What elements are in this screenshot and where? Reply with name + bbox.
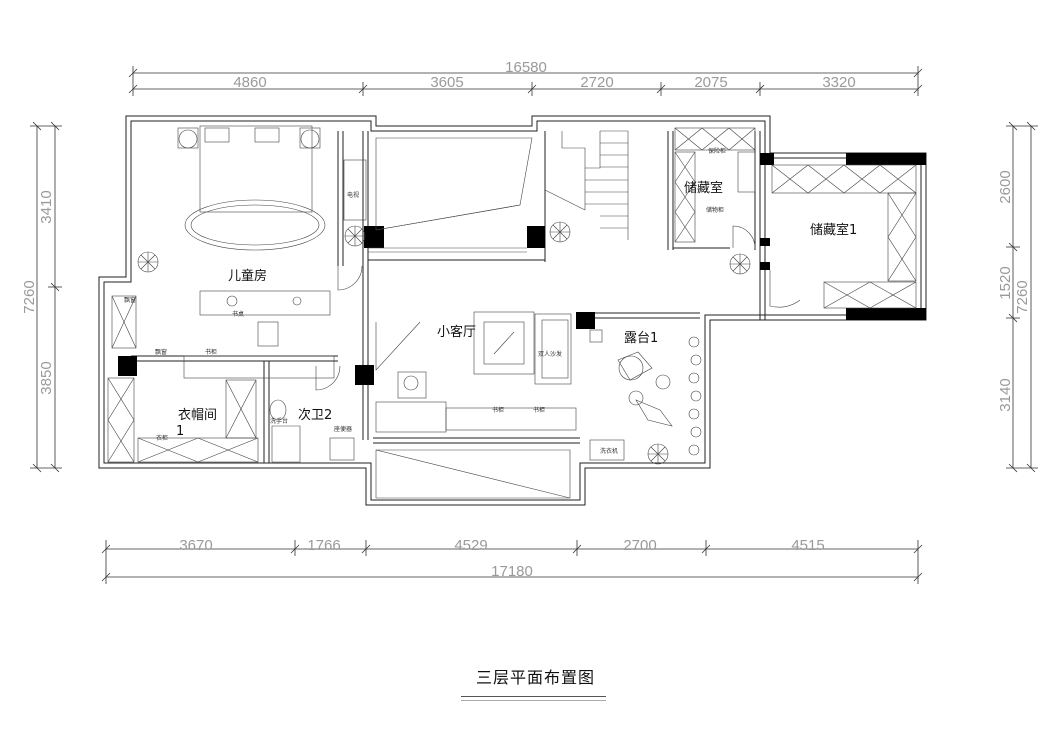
tv-label: 电视 [347,191,359,199]
top-dim-5: 3320 [822,74,855,91]
cloakroom-number: 1 [176,424,184,439]
top-dim-1: 4860 [233,74,266,91]
right-total-dimension: 7260 [1014,280,1031,313]
bottom-dim-4: 2700 [623,537,656,554]
bay-window-label: 飘窗 [124,296,136,304]
drawing-title: 三层平面布置图 [475,668,595,687]
terrace-label: 露台1 [624,331,658,346]
sofa-label: 双人沙发 [538,350,562,358]
bottom-dim-3: 4529 [454,537,487,554]
bookshelf-label-3: 书柜 [533,406,545,414]
toilet-label: 座便器 [334,425,352,433]
storage-room: 储藏室 保险柜 储物柜 [674,127,756,275]
right-dim-3: 3140 [997,378,1014,411]
title-underline [461,696,606,697]
sink-label: 洗手台 [270,417,288,425]
safe-label: 保险柜 [708,147,726,155]
cloakroom: 衣帽间 1 衣柜 [107,377,259,463]
bottom-dim-2: 1766 [307,537,340,554]
storage-room-1-label: 储藏室1 [810,222,857,238]
bookshelf-label: 书柜 [205,348,217,356]
top-total-dimension: 16580 [505,59,547,76]
bay-window-label-2: 飘窗 [155,348,167,356]
right-dim-1: 2600 [997,170,1014,203]
storage-room-1: 储藏室1 [769,164,917,309]
bottom-dim-1: 3670 [179,537,212,554]
cloakroom-label: 衣帽间 [178,407,217,423]
living-room-label: 小客厅 [437,324,476,340]
plant-row [688,336,702,456]
bottom-dim-5: 4515 [791,537,824,554]
title-underline-secondary [461,700,606,701]
interior-walls [131,131,766,463]
kids-room: 儿童房 书桌 书柜 飘窗 飘窗 电视 [111,125,367,379]
bottom-dimension-chain: 3670 1766 4529 2700 4515 17180 [101,537,923,584]
bottom-total-dimension: 17180 [491,563,533,580]
left-dim-1: 3410 [38,190,55,223]
bathroom: 次卫2 洗手台 座便器 [269,365,355,463]
top-dimension-chain: 16580 4860 3605 2720 2075 3320 [128,59,923,96]
plant-icon-5 [647,443,669,465]
washer-label: 洗衣机 [600,447,618,455]
top-dim-4: 2075 [694,74,727,91]
plant-icon [137,251,159,273]
plant-icon-2 [344,225,366,247]
left-total-dimension: 7260 [21,280,38,313]
right-dimension-chain: 7260 2600 1520 3140 [997,121,1038,473]
storage-room-label: 储藏室 [684,180,723,196]
plant-icon-3 [549,221,571,243]
top-dim-3: 2720 [580,74,613,91]
plant-icon-4 [729,253,751,275]
living-room: 小客厅 双人沙发 书柜 书柜 [368,137,577,499]
left-dim-2: 3850 [38,361,55,394]
staircase [544,130,629,240]
bookshelf-label-2: 书柜 [492,406,504,414]
storage-cabinet-label: 储物柜 [706,206,724,214]
desk-label: 书桌 [232,310,244,318]
right-dim-2: 1520 [997,266,1014,299]
kids-room-label: 儿童房 [228,268,267,284]
outer-walls [98,115,927,506]
left-dimension-chain: 7260 3410 3850 [21,121,62,473]
bathroom-label: 次卫2 [298,407,332,423]
wardrobe-label: 衣柜 [156,434,168,442]
top-dim-2: 3605 [430,74,463,91]
structural-columns [118,153,926,385]
terrace: 露台1 洗衣机 [589,329,702,465]
